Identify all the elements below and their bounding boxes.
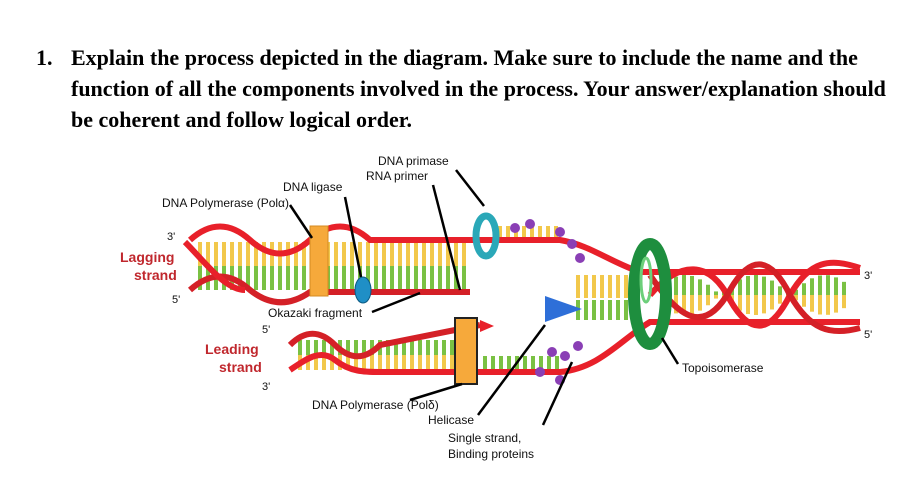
- dna-polymerase-delta: [454, 317, 478, 385]
- end-lagging-bottom: 5': [172, 294, 180, 306]
- pointer-okazaki: [371, 291, 421, 314]
- helicase: [545, 296, 582, 322]
- label-dna-polymerase-alpha: DNA Polymerase (Polα): [162, 196, 289, 210]
- label-okazaki-fragment: Okazaki fragment: [268, 306, 363, 320]
- ssb-protein: [575, 253, 585, 263]
- pointer-topoisomerase: [660, 337, 680, 365]
- end-leading-top: 5': [262, 324, 270, 336]
- single-strand-binding-proteins: [510, 219, 585, 385]
- pointer-ligase: [343, 196, 363, 278]
- dna-polymerase-alpha: [309, 225, 329, 297]
- label-dna-primase: DNA primase: [378, 154, 449, 168]
- pointer-primase: [455, 169, 485, 207]
- question-number: 1.: [36, 45, 53, 70]
- pointer-ssb: [541, 361, 574, 426]
- pointer-helicase: [476, 324, 547, 416]
- label-helicase: Helicase: [428, 413, 474, 427]
- ssb-protein: [567, 239, 577, 249]
- dna-primase: [472, 212, 500, 260]
- label-lagging-strand-1: Lagging: [120, 249, 174, 265]
- leading-new-strand: [287, 322, 481, 360]
- pointer-polymerase-delta: [409, 382, 463, 402]
- label-leading-strand-2: strand: [219, 359, 262, 375]
- question-text: Explain the process depicted in the diag…: [71, 45, 886, 132]
- label-dna-polymerase-delta: DNA Polymerase (Polδ): [312, 398, 439, 412]
- dna-ligase: [354, 276, 372, 304]
- end-right-top: 3': [864, 270, 872, 282]
- leading-parent-strand: [288, 319, 860, 375]
- ssb-protein: [573, 341, 583, 351]
- pointer-lines: [288, 169, 680, 426]
- label-leading-strand-1: Leading: [205, 341, 259, 357]
- end-right-bottom: 5': [864, 329, 872, 341]
- ssb-protein: [510, 223, 520, 233]
- pointer-polymerase-alpha: [288, 204, 314, 239]
- leading-synthesis-arrow: [480, 320, 494, 332]
- topoisomerase-highlight: [639, 256, 653, 304]
- parent-helix-strand-a: [647, 259, 861, 329]
- ssb-protein: [560, 351, 570, 361]
- ssb-protein: [535, 367, 545, 377]
- parent-helix-strand-b: [647, 261, 861, 335]
- label-rna-primer: RNA primer: [366, 169, 428, 183]
- label-ssb-1: Single strand,: [448, 431, 521, 445]
- lagging-backbone-lower: [182, 239, 246, 293]
- end-leading-bottom: 3': [262, 381, 270, 393]
- ssb-protein: [555, 227, 565, 237]
- label-topoisomerase: Topoisomerase: [682, 361, 764, 375]
- lagging-new-strand: [187, 273, 470, 306]
- topoisomerase: [628, 238, 672, 350]
- ssb-protein: [525, 219, 535, 229]
- pointer-rna-primer: [431, 184, 462, 291]
- label-lagging-strand-2: strand: [134, 267, 177, 283]
- label-ssb-2: Binding proteins: [448, 447, 534, 461]
- ssb-protein: [547, 347, 557, 357]
- label-dna-ligase: DNA ligase: [283, 180, 343, 194]
- end-lagging-top: 3': [167, 231, 175, 243]
